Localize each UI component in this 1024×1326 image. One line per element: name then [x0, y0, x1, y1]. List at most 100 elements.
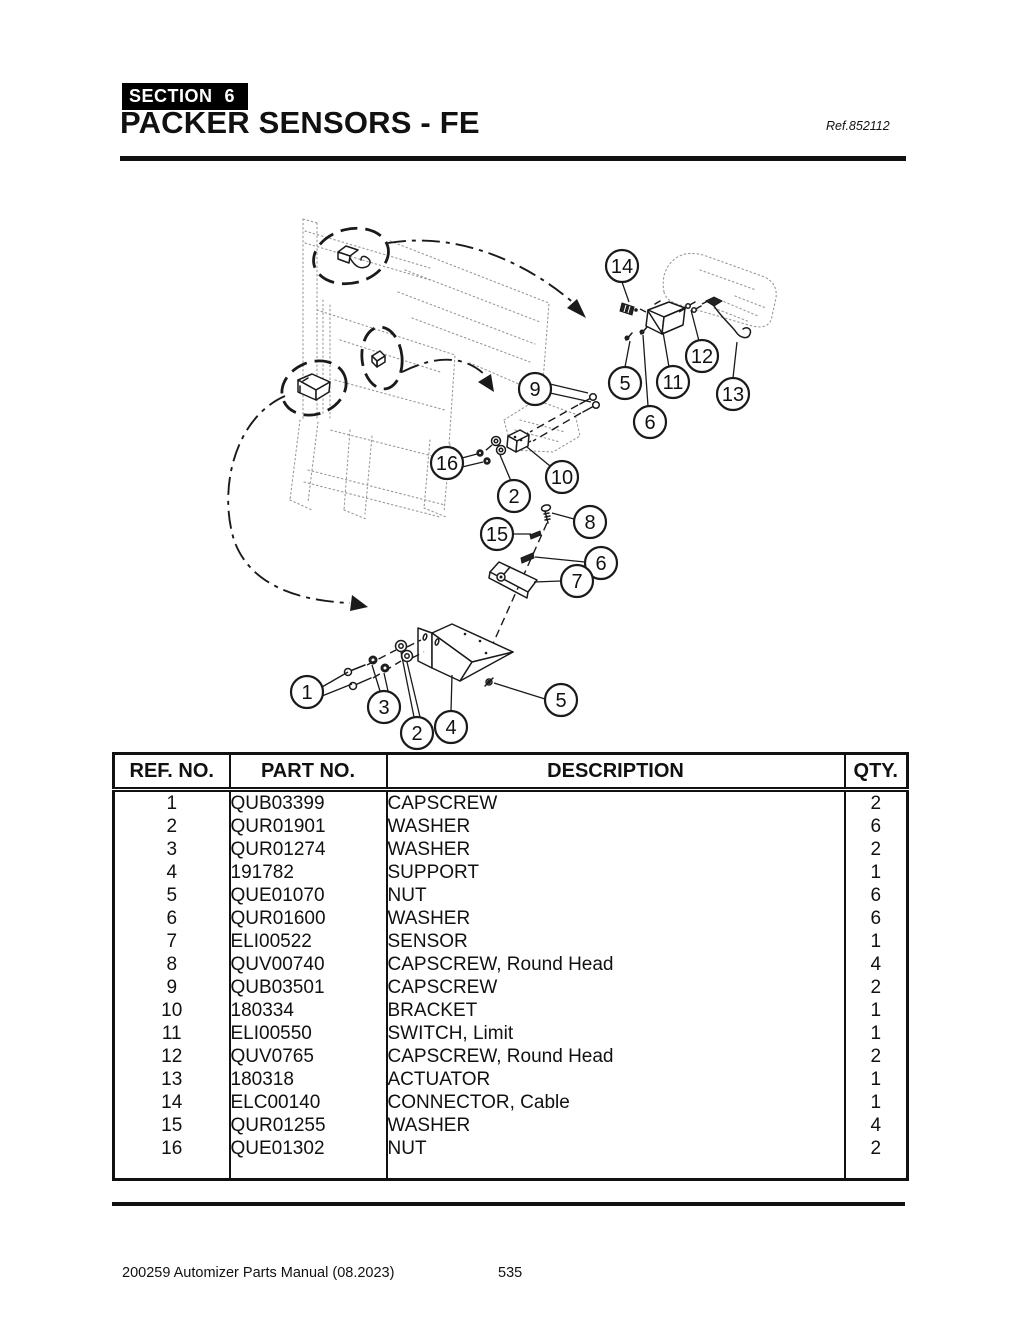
table-spacer-row — [114, 1160, 908, 1180]
callout-16: 16 — [429, 445, 465, 481]
part-no: 180318 — [228, 1068, 387, 1091]
part-no: QUV0765 — [228, 1045, 387, 1068]
description: WASHER — [385, 838, 845, 861]
qty: 1 — [843, 1068, 908, 1091]
svg-text:6: 6 — [644, 412, 655, 434]
callout-12: 12 — [684, 338, 720, 374]
manual-footer: 200259 Automizer Parts Manual (08.2023) — [122, 1265, 395, 1281]
zoom-ellipse-top — [312, 226, 390, 286]
page-number: 535 — [498, 1265, 523, 1281]
washer-15-part — [529, 530, 542, 540]
callout-15: 15 — [479, 516, 515, 552]
callout-13: 13 — [715, 376, 751, 412]
ref-no: 8 — [166, 954, 178, 975]
description: SENSOR — [385, 930, 845, 953]
washers-2-part — [484, 435, 507, 456]
col-header-ref: REF. NO. — [113, 753, 230, 792]
footer-rule — [112, 1202, 905, 1206]
description: CAPSCREW — [385, 789, 845, 815]
part-no: QUE01070 — [228, 884, 387, 907]
part-no: ELI00522 — [228, 930, 387, 953]
qty: 2 — [843, 976, 908, 999]
qty: 4 — [843, 953, 908, 976]
qty: 1 — [843, 999, 908, 1022]
callout-3: 3 — [366, 689, 402, 725]
table-header-row: REF. NO. PART NO. DESCRIPTION QTY. — [113, 753, 908, 792]
qty: 1 — [843, 1091, 908, 1114]
svg-text:16: 16 — [436, 453, 458, 475]
description: SUPPORT — [385, 861, 845, 884]
ref-no: 3 — [166, 839, 178, 860]
qty: 1 — [843, 1022, 908, 1045]
leader-lines — [321, 281, 738, 718]
qty: 2 — [843, 1137, 908, 1160]
qty: 4 — [843, 1114, 908, 1137]
capscrew-8-part — [540, 504, 552, 524]
section-badge: SECTION 6 — [122, 83, 248, 110]
qty: 2 — [843, 838, 908, 861]
ref-no: 2 — [166, 816, 178, 837]
svg-text:12: 12 — [691, 346, 713, 368]
qty: 6 — [843, 815, 908, 838]
svg-text:9: 9 — [529, 379, 540, 401]
support-in-ellipse — [297, 373, 331, 401]
description: BRACKET — [385, 999, 845, 1022]
washers-3-part — [368, 655, 390, 673]
part-no: QUR01600 — [228, 907, 387, 930]
ref-no: 9 — [166, 977, 178, 998]
callout-5: 5 — [607, 365, 643, 401]
part-no: QUR01274 — [228, 838, 387, 861]
description: SWITCH, Limit — [385, 1022, 845, 1045]
support-part — [417, 623, 514, 682]
qty: 1 — [843, 861, 908, 884]
switch-in-ellipse — [337, 245, 371, 269]
ref-no: 11 — [161, 1023, 182, 1044]
qty: 2 — [843, 789, 908, 815]
svg-text:6: 6 — [595, 553, 606, 575]
parts-table: REF. NO. PART NO. DESCRIPTION QTY. 1 QUB0… — [112, 752, 909, 1181]
exploded-parts-diagram: 14 9 5 11 12 13 6 16 10 2 15 8 6 7 1 3 2… — [227, 218, 777, 751]
col-header-part: PART NO. — [228, 753, 387, 792]
svg-text:8: 8 — [584, 512, 595, 534]
part-no: QUV00740 — [228, 953, 387, 976]
ref-no: 1 — [166, 793, 178, 814]
svg-text:11: 11 — [663, 372, 684, 394]
description: NUT — [385, 1137, 845, 1160]
bracket-part — [506, 429, 530, 453]
callout-6a: 6 — [632, 404, 668, 440]
description: CAPSCREW, Round Head — [385, 1045, 845, 1068]
section-label: SECTION — [129, 86, 213, 106]
zoom-ellipse-middle — [360, 325, 404, 391]
header-rule — [120, 156, 906, 161]
callout-8: 8 — [572, 504, 608, 540]
part-no: QUE01302 — [228, 1137, 387, 1160]
ref-no: 14 — [161, 1092, 183, 1113]
part-no: 180334 — [228, 999, 387, 1022]
svg-text:5: 5 — [619, 373, 630, 395]
description: CONNECTOR, Cable — [385, 1091, 845, 1114]
part-no: QUB03399 — [228, 789, 387, 815]
locator-arrows — [227, 239, 586, 611]
section-number: 6 — [224, 86, 235, 106]
qty: 1 — [843, 930, 908, 953]
svg-text:10: 10 — [551, 467, 573, 489]
part-no: QUR01901 — [228, 815, 387, 838]
description: CAPSCREW — [385, 976, 845, 999]
ref-number: Ref.852112 — [826, 119, 890, 133]
bottom-assembly-dashes — [366, 639, 425, 679]
callout-1: 1 — [289, 674, 325, 710]
